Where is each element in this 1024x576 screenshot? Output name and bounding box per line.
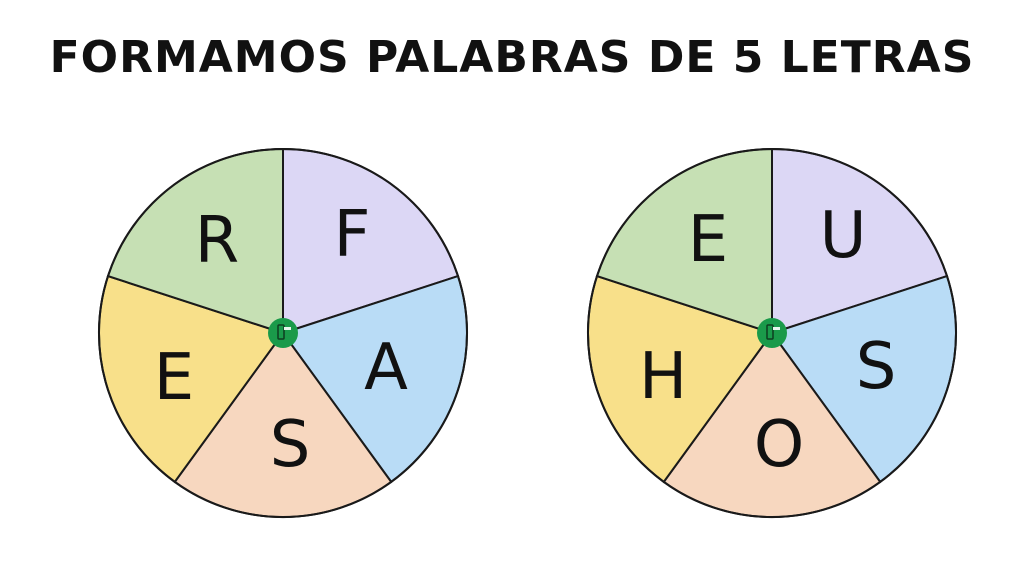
page-title: FORMAMOS PALABRAS DE 5 LETRAS [49,32,975,83]
logo-badge-icon [268,318,298,348]
logo-badge-icon [757,318,787,348]
wheel-1: R F A S E [97,147,469,518]
wheel-2: E U S O H [586,147,958,518]
wheel-2-letter-top-left: E [688,203,728,277]
wheel-2-letter-top-right: U [820,199,867,273]
wheel-1-letter-top-left: R [195,204,239,278]
wheel-1-letter-top-right: F [334,198,371,272]
wheel-2-letter-right: S [856,330,897,404]
wheel-1-letter-bottom: S [270,408,311,482]
wheel-1-letter-right: A [364,331,408,405]
wheel-1-letter-left: E [154,341,194,415]
wheel-2-letter-bottom: O [754,408,804,482]
wheel-2-letter-left: H [639,340,687,414]
